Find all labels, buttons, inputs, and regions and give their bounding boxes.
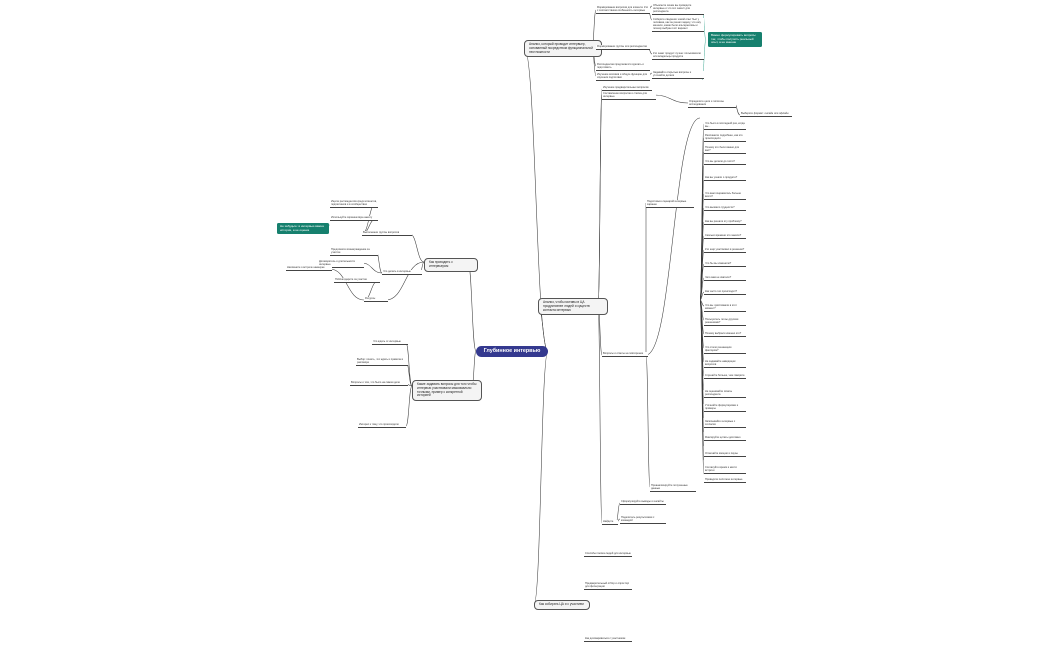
- connector: [597, 305, 603, 524]
- sub-topic[interactable]: Вопросы и ответы на повторение: [602, 352, 648, 357]
- leaf-text: Пользуетесь ли вы другими решениями?: [704, 318, 746, 326]
- connector: [385, 261, 425, 301]
- connector: [699, 299, 705, 475]
- leaf-text: Подготовьте сценарий интервью заранее: [646, 200, 694, 208]
- connector: [533, 350, 549, 605]
- highlight-note[interactable]: Важно формулировать вопросы так, чтобы п…: [708, 32, 762, 47]
- sub-topic[interactable]: Что ждать от интервью: [372, 340, 408, 345]
- leaf-text: Что вы чувствовали в этот момент?: [704, 304, 746, 312]
- leaf-text: Что вам понравилось больше всего?: [704, 192, 746, 200]
- leaf-text: Что было в последний раз, когда вы...: [704, 122, 746, 130]
- sub-topic[interactable]: Найдите: [602, 520, 618, 525]
- sub-topic[interactable]: Выполнение группы вопросов: [362, 231, 412, 236]
- sub-topic[interactable]: Как договариваться с участником: [584, 637, 632, 642]
- sub-topic[interactable]: Вопросы о том, что было на самом деле: [350, 381, 408, 386]
- sub-topic[interactable]: Респондентам предлагается сделать и подг…: [596, 63, 650, 71]
- sub-topic[interactable]: Изучение предварительных вопросов: [602, 86, 652, 91]
- leaf-text: Уточняйте формулировки и примеры: [704, 404, 746, 412]
- leaf-text: Кто знает продукт лучше: пользователи ил…: [652, 52, 704, 60]
- connector: [645, 354, 651, 488]
- leaf-text: Сформулируйте выводы и инсайты: [620, 500, 666, 505]
- leaf-text: Почему это было важно для вас?: [704, 146, 746, 154]
- leaf-text: Поблагодарите за участие: [334, 278, 380, 283]
- leaf-text: Согласуйте время и место встречи: [704, 466, 746, 474]
- sub-topic[interactable]: Предварительный отбор и опрос ЦА для фил…: [584, 582, 632, 590]
- leaf-text: Проанализируйте полученные данные: [650, 484, 696, 492]
- leaf-text: Кто ещё участвовал в решении?: [704, 248, 746, 253]
- leaf-text: Объясните зачем вы проводите интервью и …: [652, 4, 704, 15]
- leaf-text: Фиксируйте цитаты дословно: [704, 436, 746, 441]
- leaf-text: Слушайте больше, чем говорите: [704, 374, 746, 379]
- sub-topic[interactable]: Изучение мотивов и общую функцию для изу…: [596, 73, 650, 81]
- leaf-text: Как вы узнали о продукте?: [704, 176, 746, 181]
- connector: [645, 117, 701, 356]
- sub-topic[interactable]: Формирование вопросов для клиента: Кто с…: [596, 6, 650, 14]
- sub-topic[interactable]: Составление вопросов и списка для интерв…: [602, 92, 656, 100]
- leaf-text: Что вызвало трудности?: [704, 206, 746, 211]
- branch-analysis[interactable]: Анализ, который проводит интервьер, осно…: [524, 40, 602, 58]
- leaf-text: Договоритесь о длительности интервью: [318, 260, 364, 268]
- leaf-text: Проведите пилотное интервью: [704, 478, 746, 483]
- leaf-text: Как вы решали эту проблему?: [704, 220, 746, 225]
- leaf-text: Задавайте открытые вопросы и уточняйте д…: [652, 71, 704, 79]
- branch-recruiting[interactable]: Как собирать ЦА и с участием: [534, 600, 590, 610]
- leaf-text: Соберите сведения: какой опыт был у чело…: [652, 18, 704, 32]
- leaf-text: Расскажите подробнее, как это происходил…: [704, 134, 746, 142]
- leaf-text: Почему выбрали именно это?: [704, 332, 746, 337]
- connector: [699, 277, 705, 301]
- leaf-text: Поделитесь результатами с командой: [620, 516, 666, 524]
- branch-conduct[interactable]: Как проводить с интервьером: [424, 258, 478, 272]
- leaf-text: Используйте скрининговую анкету: [330, 216, 378, 221]
- sub-topic[interactable]: Интерес к тому, что происходило: [358, 423, 406, 428]
- leaf-text: Отмечайте эмоции и паузы: [704, 452, 746, 457]
- leaf-text: Напомните о встрече накануне: [286, 266, 332, 271]
- connector: [699, 291, 705, 301]
- connector: [653, 94, 689, 104]
- leaf-text: Чего вам не хватало?: [704, 276, 746, 281]
- leaf-text: Не задавайте наводящих вопросов: [704, 360, 746, 368]
- leaf-text: Предложите вознаграждение за участие: [330, 248, 378, 256]
- leaf-text: Записывайте интервью с согласия: [704, 420, 746, 428]
- branch-motives[interactable]: Анализ, чтобы мотивы в ЦА продуктивнее л…: [538, 298, 608, 316]
- connector: [329, 268, 365, 301]
- connector: [409, 233, 425, 263]
- leaf-text: Ищите респондентов среди клиентов, подпи…: [330, 200, 378, 208]
- connector: [701, 39, 707, 81]
- connector: [361, 262, 383, 274]
- leaf-text: Сколько времени это заняло?: [704, 234, 746, 239]
- leaf-text: Что бы вы изменили?: [704, 262, 746, 267]
- leaf-text: Выберите формат: онлайн или офлайн: [740, 112, 792, 117]
- sub-topic[interactable]: Формирование группы или респондентов: [596, 45, 650, 50]
- leaf-text: Определите цели и гипотезы исследования: [688, 100, 736, 108]
- central-topic[interactable]: Глубинное интервью: [476, 346, 548, 357]
- highlight-note[interactable]: Не забудьте: в интервью важна история, а…: [277, 223, 329, 234]
- sub-topic[interactable]: Выбор: понять, что ждать и правила в раз…: [356, 358, 408, 366]
- branch-questions[interactable]: Какие задавать вопросы для того чтобы ин…: [412, 380, 482, 402]
- connector: [597, 94, 603, 307]
- connector: [467, 261, 477, 352]
- leaf-text: Не оценивайте ответы респондента: [704, 390, 746, 398]
- connector: [405, 385, 413, 427]
- leaf-text: Как часто это происходит?: [704, 290, 746, 295]
- sub-topic[interactable]: Способы поиска людей для интервью: [584, 552, 632, 557]
- sub-topic[interactable]: Что делать в интервью: [382, 270, 422, 275]
- leaf-text: Что стало решающим фактором?: [704, 346, 746, 354]
- leaf-text: Что вы делали до этого?: [704, 160, 746, 165]
- sub-topic[interactable]: Ресурсы: [364, 297, 388, 302]
